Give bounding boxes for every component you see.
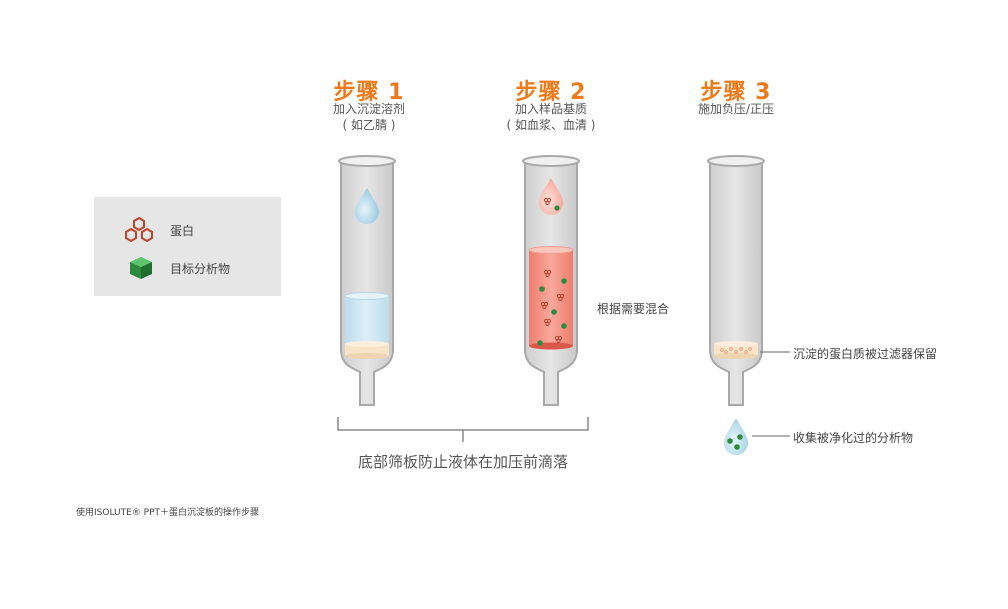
tube-step-2 xyxy=(522,155,580,406)
bracket xyxy=(337,417,589,442)
analyte-particles xyxy=(537,278,567,346)
step-1-note: ( 如乙腈 ) xyxy=(342,118,396,132)
precipitate-particles xyxy=(720,347,752,354)
figure-caption: 使用ISOLUTE® PPT＋蛋白沉淀板的操作步骤 xyxy=(76,508,260,518)
tube-step-3 xyxy=(707,155,765,455)
collected-label: 收集被净化过的分析物 xyxy=(793,431,914,445)
legend: 蛋白 目标分析物 xyxy=(94,197,281,296)
tube-step-1 xyxy=(338,155,396,406)
step-2-title: 步骤 2 xyxy=(515,80,587,105)
step-1-desc: 加入沉淀溶剂 xyxy=(332,102,405,116)
step-3-title: 步骤 3 xyxy=(700,80,772,105)
protein-particles xyxy=(540,269,565,344)
mix-label: 根据需要混合 xyxy=(597,302,670,316)
retained-label: 沉淀的蛋白质被过滤器保留 xyxy=(793,347,938,361)
step-2-desc: 加入样品基质 xyxy=(514,102,587,116)
step-2-note: ( 如血浆、血清 ) xyxy=(506,118,596,132)
bracket-label: 底部筛板防止液体在加压前滴落 xyxy=(357,453,568,471)
collected-drop-icon xyxy=(724,418,748,455)
analyte-cube-icon xyxy=(130,257,152,279)
legend-protein-label: 蛋白 xyxy=(170,224,195,238)
protein-icon xyxy=(125,216,153,243)
solvent-drop-icon xyxy=(355,188,379,224)
legend-analyte-label: 目标分析物 xyxy=(170,262,231,276)
step-1-title: 步骤 1 xyxy=(333,80,405,105)
step-3-desc: 施加负压/正压 xyxy=(697,102,775,116)
